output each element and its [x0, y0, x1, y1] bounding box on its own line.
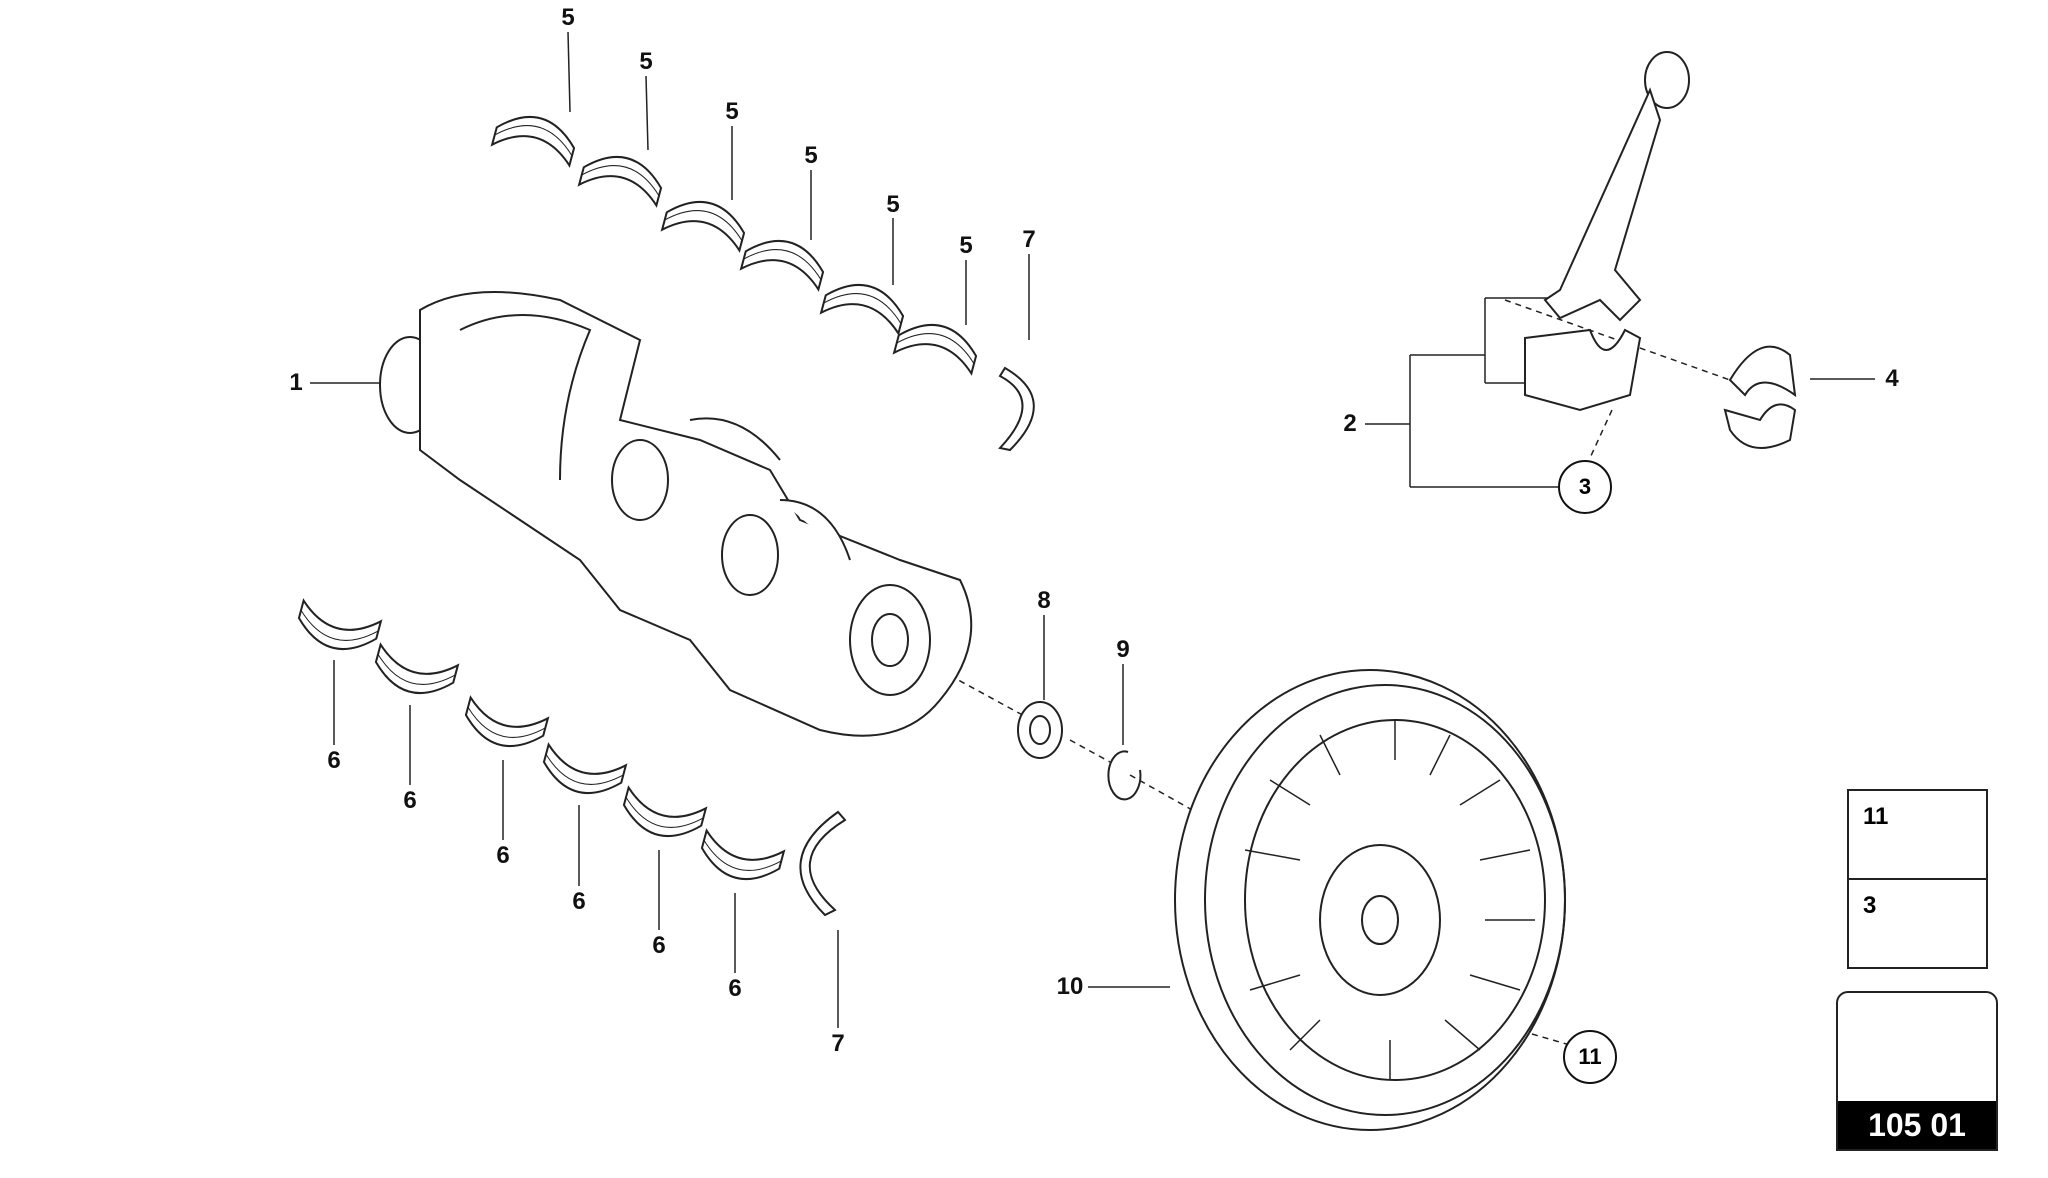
callout-8[interactable]: 8 [1037, 587, 1051, 614]
callout-6[interactable]: 6 [572, 888, 586, 915]
circlip [1107, 750, 1142, 801]
callout-3-circled[interactable]: 3 [1558, 460, 1612, 514]
navigation-code: 105 01 [1838, 1101, 1996, 1149]
callout-1[interactable]: 1 [289, 369, 303, 396]
seal [1017, 701, 1063, 759]
callout-5[interactable]: 5 [725, 98, 739, 125]
leader-lines [310, 31, 1875, 1028]
callout-5[interactable]: 5 [959, 232, 973, 259]
callout-4[interactable]: 4 [1885, 365, 1899, 392]
crankshaft [379, 291, 973, 737]
callout-2[interactable]: 2 [1343, 410, 1357, 437]
callout-5[interactable]: 5 [639, 48, 653, 75]
callout-6[interactable]: 6 [327, 747, 341, 774]
thrust-washer-upper [998, 366, 1035, 452]
rod-bearing [1723, 345, 1797, 449]
legend-item[interactable]: 11 [1849, 791, 1986, 880]
callout-5[interactable]: 5 [561, 4, 575, 31]
callout-6[interactable]: 6 [403, 787, 417, 814]
callout-9[interactable]: 9 [1116, 636, 1130, 663]
thrust-washer-lower [799, 810, 847, 917]
fastener-legend: 11 3 [1847, 789, 1988, 969]
callout-10[interactable]: 10 [1056, 973, 1084, 1000]
legend-number: 11 [1863, 803, 1889, 830]
legend-item[interactable]: 3 [1849, 880, 1986, 967]
callout-7[interactable]: 7 [831, 1030, 845, 1057]
legend-number: 3 [1863, 892, 1877, 919]
callout-6[interactable]: 6 [496, 842, 510, 869]
callout-11-circled[interactable]: 11 [1563, 1030, 1617, 1084]
connecting-rod [1524, 51, 1690, 412]
callout-6[interactable]: 6 [652, 932, 666, 959]
callout-5[interactable]: 5 [804, 142, 818, 169]
callout-5[interactable]: 5 [886, 191, 900, 218]
navigation-button[interactable]: 105 01 [1836, 991, 1998, 1151]
callout-7[interactable]: 7 [1022, 226, 1036, 253]
pulley [1174, 669, 1566, 1131]
callout-6[interactable]: 6 [728, 975, 742, 1002]
